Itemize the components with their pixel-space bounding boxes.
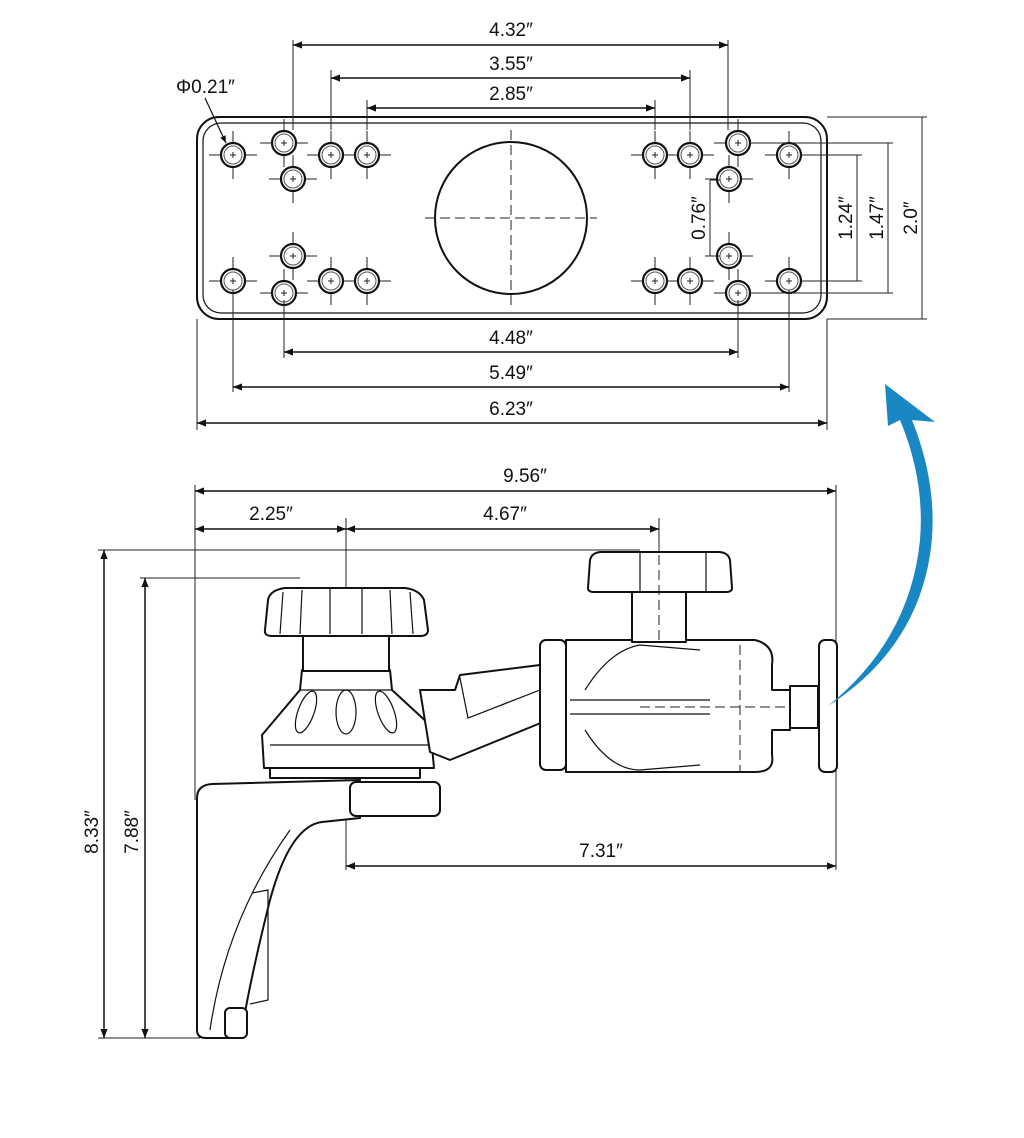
dim-0-76: 0.76″ — [689, 196, 710, 240]
mount-hole — [631, 257, 679, 305]
arm-link — [419, 664, 549, 761]
main-knob — [263, 587, 429, 637]
mount-hole — [714, 269, 762, 317]
clamp-body — [565, 639, 791, 773]
dim-4-67: 4.67″ — [483, 504, 527, 525]
dim-7-88: 7.88″ — [122, 810, 143, 854]
dim-hole-diameter: Φ0.21″ — [176, 77, 235, 98]
side-view: 9.56″ 2.25″ 4.67″ 8.33″ 7.88″ 7.31″ — [82, 466, 838, 1039]
dim-8-33: 8.33″ — [82, 810, 103, 854]
knob-base — [261, 669, 435, 769]
mount-hole — [209, 257, 257, 305]
mount-hole — [343, 131, 391, 179]
dim-1-47: 1.47″ — [867, 196, 888, 240]
dim-4-48: 4.48″ — [489, 328, 533, 349]
mount-hole — [260, 119, 308, 167]
mount-hole — [705, 155, 753, 203]
bracket-tab — [349, 781, 441, 817]
bracket-slot — [224, 1007, 248, 1039]
dim-2-85: 2.85″ — [489, 84, 533, 105]
mount-hole — [269, 232, 317, 280]
mount-hole — [343, 257, 391, 305]
mount-hole — [666, 131, 714, 179]
mount-hole — [209, 131, 257, 179]
plate-top-view: 4.32″ 3.55″ 2.85″ Φ0.21″ 4.48″ 5.49″ 6.2… — [176, 20, 927, 430]
dim-2-0: 2.0″ — [901, 201, 922, 234]
rotation-arrow-icon — [828, 384, 935, 706]
dim-7-31: 7.31″ — [579, 841, 623, 862]
dim-2-25: 2.25″ — [249, 504, 293, 525]
knob-stem — [302, 632, 390, 672]
dim-3-55: 3.55″ — [489, 54, 533, 75]
dim-1-24: 1.24″ — [836, 196, 857, 240]
mount-hole — [666, 257, 714, 305]
dim-4-32: 4.32″ — [489, 20, 533, 41]
mount-holes — [209, 119, 813, 317]
mount-hole — [269, 155, 317, 203]
clamp-collar — [539, 639, 567, 771]
clamp-knob — [587, 551, 733, 593]
l-bracket — [196, 779, 361, 1039]
dim-5-49: 5.49″ — [489, 363, 533, 384]
dim-6-23: 6.23″ — [489, 399, 533, 420]
dim-9-56: 9.56″ — [503, 466, 547, 487]
